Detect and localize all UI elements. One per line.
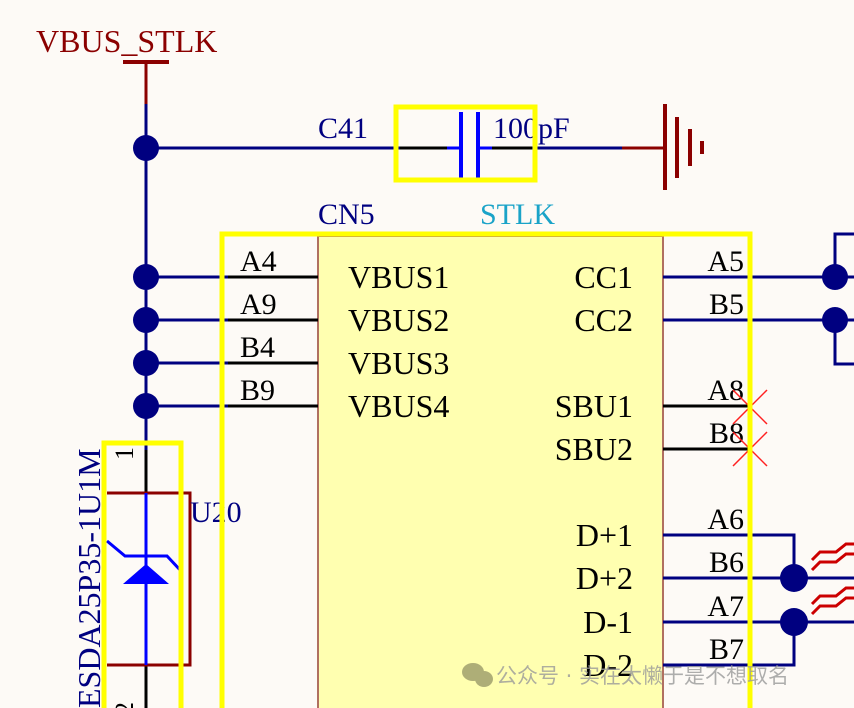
connector-pin[interactable]: B8 SBU2: [555, 417, 750, 467]
dp1-wire: [663, 533, 796, 578]
diff-pair-route-icon: [810, 542, 854, 616]
tvs-diode-u20[interactable]: U20 ESDA25P35-1U1M 1 2: [71, 440, 242, 708]
cc2-branch: [833, 320, 854, 366]
pin-number: B9: [240, 374, 275, 407]
pin-number: A6: [707, 503, 744, 536]
cap-highlight-box: [393, 104, 538, 183]
connector-body: [317, 235, 664, 708]
tvs-diode-icon: [123, 564, 169, 584]
junction-dot: [780, 564, 808, 592]
pin-number: B8: [709, 417, 744, 450]
cap-value: 100pF: [493, 112, 570, 145]
junction-dot: [133, 350, 159, 376]
junction-dot: [780, 608, 808, 636]
pin-name: CC1: [574, 259, 633, 295]
pin-number: A7: [707, 590, 744, 623]
diode-pin-1: 1: [110, 447, 139, 460]
pin-number: A9: [240, 288, 277, 321]
diode-pin-2: 2: [110, 702, 139, 708]
cc1-branch: [833, 232, 854, 277]
wechat-icon: [462, 663, 493, 687]
ground-icon: [622, 104, 704, 190]
connector-highlight-box: [219, 231, 753, 708]
pin-name: VBUS2: [348, 302, 449, 338]
connector-pin[interactable]: B6 D+2: [576, 546, 750, 596]
diode-part-number: ESDA25P35-1U1M: [71, 448, 107, 708]
connector-cn5[interactable]: CN5 STLK: [317, 198, 664, 708]
connector-pin[interactable]: A8 SBU1: [555, 374, 750, 424]
junction-dot: [133, 135, 159, 161]
pin-name: VBUS4: [348, 388, 449, 424]
pin-name: D-1: [583, 604, 633, 640]
capacitor-c41[interactable]: C41 100pF: [146, 104, 622, 183]
connector-pin[interactable]: B5 CC2: [574, 288, 750, 338]
dm2-wire: [663, 622, 796, 667]
pin-name: D+1: [576, 517, 633, 553]
pin-name: CC2: [574, 302, 633, 338]
connector-comment: STLK: [480, 198, 555, 231]
pin-name: SBU2: [555, 431, 633, 467]
pin-number: A8: [707, 374, 744, 407]
pin-number: A5: [707, 245, 744, 278]
pin-name: VBUS1: [348, 259, 449, 295]
pin-number: B6: [709, 546, 744, 579]
power-port-vbus-stlk[interactable]: VBUS_STLK: [36, 23, 217, 104]
junction-dot: [822, 264, 848, 290]
pin-name: D-2: [583, 647, 633, 683]
connector-pin[interactable]: B4 VBUS3: [133, 331, 449, 381]
pin-name: D+2: [576, 560, 633, 596]
pin-number: B4: [240, 331, 275, 364]
watermark: 公众号 · 实在太懒于是不想取名: [462, 663, 789, 688]
diode-body: [107, 491, 192, 667]
junction-dot: [133, 307, 159, 333]
connector-pin[interactable]: A4 VBUS1: [133, 245, 449, 295]
watermark-text: 公众号 · 实在太懒于是不想取名: [496, 664, 789, 688]
junction-dot: [133, 264, 159, 290]
pin-number: B7: [709, 633, 744, 666]
net-label-vbus-stlk: VBUS_STLK: [36, 23, 217, 59]
pin-name: SBU1: [555, 388, 633, 424]
diode-designator: U20: [190, 496, 242, 529]
junction-dot: [133, 393, 159, 419]
connector-pin[interactable]: A5 CC1: [574, 245, 750, 295]
pin-number: A4: [240, 245, 277, 278]
cap-designator: C41: [318, 112, 368, 145]
diode-highlight-box: [101, 440, 184, 708]
pin-number: B5: [709, 288, 744, 321]
connector-pin[interactable]: B9 VBUS4: [133, 374, 449, 424]
connector-pin[interactable]: A9 VBUS2: [133, 288, 449, 338]
connector-designator: CN5: [318, 198, 375, 231]
pin-name: VBUS3: [348, 345, 449, 381]
junction-dot: [822, 307, 848, 333]
cc-nets: [663, 232, 854, 366]
data-nets: [663, 533, 854, 667]
